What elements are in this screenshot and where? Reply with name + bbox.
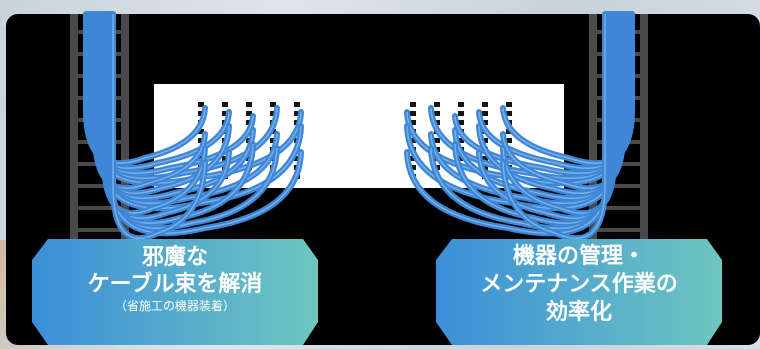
device-port (198, 138, 204, 143)
device-port (506, 102, 512, 107)
left-label-line-3: （省施工の機器装着） (114, 299, 235, 313)
device-port (270, 138, 276, 143)
right-cable-bundle (404, 11, 635, 242)
device-port (506, 138, 512, 143)
device-port (222, 102, 228, 107)
device-port (506, 111, 512, 116)
device-port (246, 111, 252, 116)
device-port (434, 102, 440, 107)
device-port (222, 156, 228, 161)
device-port (410, 156, 416, 161)
device-port (294, 111, 300, 116)
rack-rung (589, 206, 648, 210)
rack-rung (70, 228, 129, 232)
device-port (458, 120, 464, 125)
device-port (482, 156, 488, 161)
device-port (410, 165, 416, 170)
device-port (458, 138, 464, 143)
right-label-line-1: 機器の管理・ (512, 244, 645, 269)
device-port (434, 138, 440, 143)
device-port (198, 111, 204, 116)
device-port (458, 111, 464, 116)
device-port (246, 102, 252, 107)
device-port (458, 102, 464, 107)
left-benefit-label: 邪魔な ケーブル束を解消 （省施工の機器装着） (32, 244, 318, 314)
device-port (270, 102, 276, 107)
device-port (482, 102, 488, 107)
cable-highlight (502, 14, 606, 239)
device-port (294, 102, 300, 107)
device-port (270, 111, 276, 116)
left-label-line-1: 邪魔な (141, 245, 208, 270)
left-label-line-2: ケーブル束を解消 (87, 272, 263, 297)
rack-rung (70, 206, 129, 210)
device-port (458, 156, 464, 161)
left-label-badge (32, 239, 318, 345)
device-port (222, 111, 228, 116)
right-label-line-2: メンテナンス作業の (480, 272, 678, 297)
right-label-badge (436, 239, 722, 345)
device-port (410, 138, 416, 143)
device-port (410, 102, 416, 107)
rack-rung (70, 184, 129, 188)
device-port (294, 156, 300, 161)
device-port (410, 120, 416, 125)
device-port (410, 111, 416, 116)
right-label-line-3: 効率化 (545, 300, 612, 325)
device-port (198, 129, 204, 134)
rack-rung (589, 184, 648, 188)
device-port (482, 111, 488, 116)
right-benefit-label: 機器の管理・ メンテナンス作業の 効率化 (436, 243, 722, 327)
rack-rung (589, 228, 648, 232)
device-port (434, 120, 440, 125)
device-port (434, 111, 440, 116)
device-port (482, 165, 488, 170)
left-cable-bundle (83, 11, 304, 242)
device-port (198, 102, 204, 107)
device-port (482, 138, 488, 143)
device-port (482, 120, 488, 125)
cable-highlight (112, 14, 206, 239)
